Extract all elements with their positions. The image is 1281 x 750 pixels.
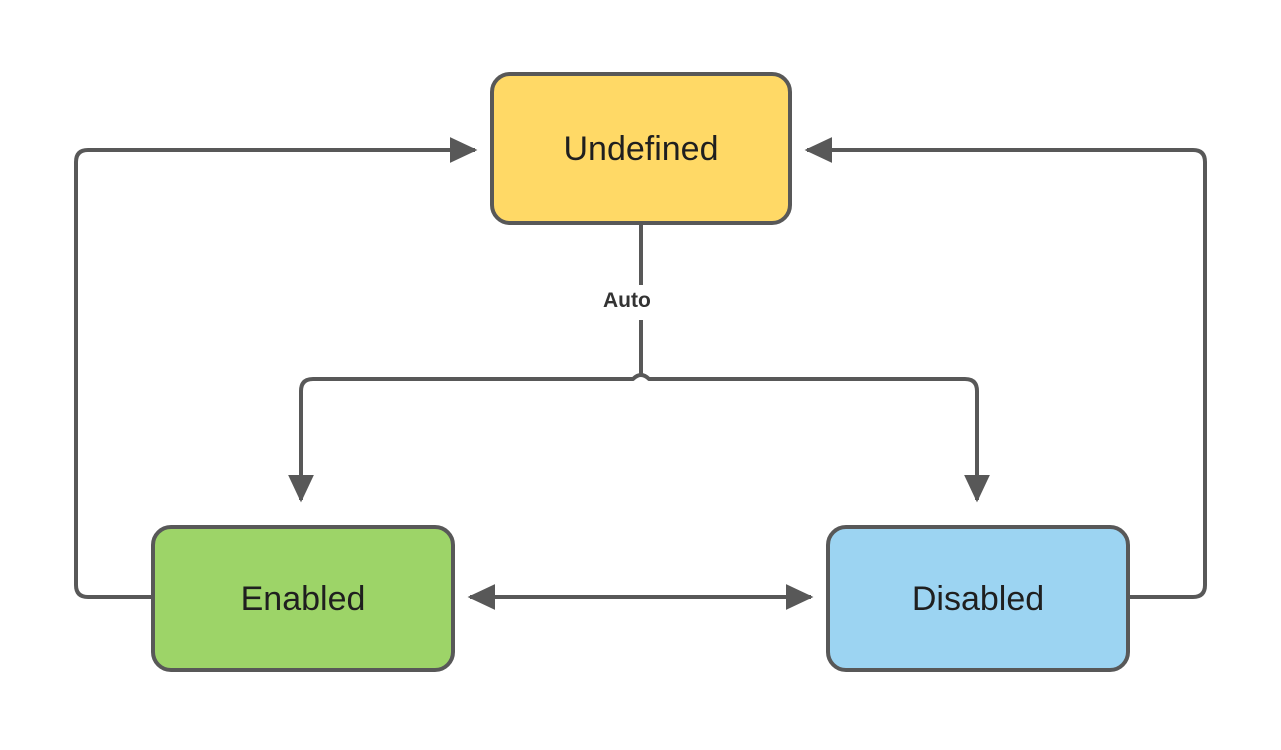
state-node-undefined-label: Undefined: [563, 129, 719, 168]
state-node-enabled[interactable]: Enabled: [151, 525, 455, 672]
state-node-disabled[interactable]: Disabled: [826, 525, 1130, 672]
edge-enabled-to-undefined: [74, 137, 478, 599]
edge-disabled-to-undefined: [804, 137, 1207, 599]
edge-label-auto: Auto: [595, 286, 659, 316]
edge-undefined-to-enabled: [288, 373, 642, 503]
state-node-enabled-label: Enabled: [240, 579, 366, 618]
state-node-undefined[interactable]: Undefined: [490, 72, 792, 225]
edge-undefined-to-disabled: [640, 373, 990, 503]
state-node-disabled-label: Disabled: [911, 579, 1045, 618]
